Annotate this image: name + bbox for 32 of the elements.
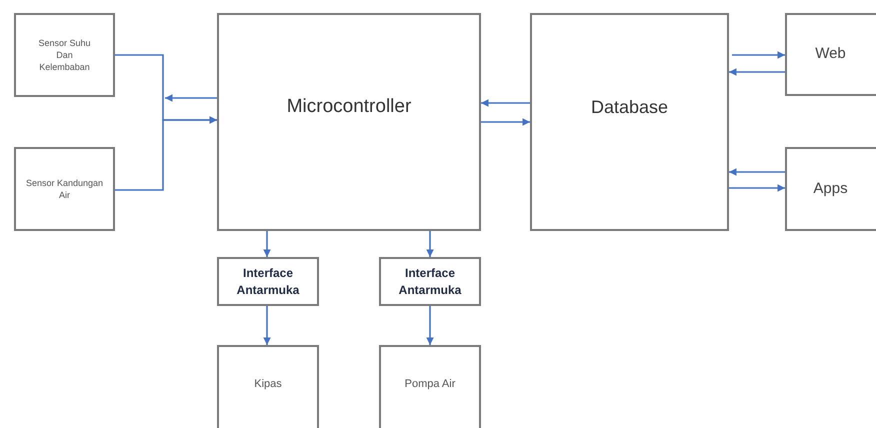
arrow <box>115 116 218 191</box>
block-box <box>379 257 481 306</box>
block-box <box>530 13 729 231</box>
node-label: Database <box>590 96 668 119</box>
arrow <box>728 68 785 76</box>
node-label: Microcontroller <box>286 95 412 120</box>
node-label: Kipas <box>254 376 282 392</box>
node-label: Apps <box>813 178 848 199</box>
block-box <box>217 345 319 428</box>
node-label: Interface Antarmuka <box>236 265 300 298</box>
arrow <box>164 94 217 102</box>
node-label: Web <box>815 44 846 64</box>
arrow <box>480 99 530 107</box>
arrow <box>732 51 786 59</box>
arrow <box>729 184 786 192</box>
arrow <box>481 118 530 126</box>
node-label: Pompa Air <box>404 376 456 392</box>
block-box <box>14 147 115 231</box>
block-box <box>217 257 319 306</box>
node-label: Interface Antarmuka <box>398 265 462 298</box>
block-box <box>785 13 876 96</box>
arrow <box>263 231 271 258</box>
arrow <box>426 231 434 258</box>
block-box <box>379 345 481 428</box>
arrow <box>728 168 785 176</box>
arrow <box>263 306 271 346</box>
node-label: Sensor Kandungan Air <box>24 176 104 202</box>
node-label: Sensor Suhu Dan Kelembaban <box>37 36 92 74</box>
block-box <box>217 13 481 231</box>
block-box <box>785 147 876 231</box>
arrow <box>426 306 434 346</box>
block-box <box>14 13 115 97</box>
